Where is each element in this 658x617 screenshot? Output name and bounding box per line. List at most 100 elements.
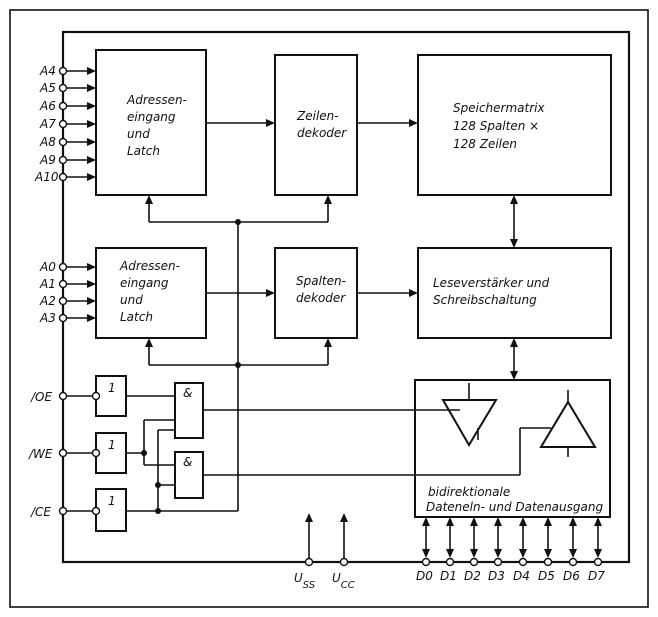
data-pin-label: D3 [488,569,505,583]
pin-label-a9: A9 [39,153,56,167]
pin-arrow-upper [87,102,96,110]
sense-amplifier-label-1: Leseverstärker und [433,276,550,290]
address-latch-lower-label-4: Latch [120,310,153,324]
data-pin-label: D7 [588,569,605,583]
data-pin-label: D6 [563,569,580,583]
data-pin-arrow-down [422,549,430,558]
pin-label-a3: A3 [39,311,56,325]
address-latch-lower [95,247,207,339]
and-gate-read-symbol: & [183,386,192,400]
data-pin-label: D2 [464,569,481,583]
data-pin-arrow-down [494,549,502,558]
data-pin-arrow-up [422,517,430,526]
io-buffer-label-1: bidirektionale [428,485,510,499]
address-latch-upper-label-1: Adressen- [126,93,187,107]
pin-upper-address [58,137,68,147]
pin-lower-address [58,262,68,272]
inverter-ce [95,488,127,532]
data-pin-arrow-down [470,549,478,558]
data-pin [568,557,578,567]
pin-oe [58,391,68,401]
column-decoder-label-2: dekoder [296,291,346,305]
pin-lower-address [58,279,68,289]
pin-label-a8: A8 [39,135,56,149]
data-pin-arrow-up [494,517,502,526]
pin-lower-address [58,313,68,323]
data-pin [493,557,503,567]
pin-label-a7: A7 [39,117,56,131]
pin-label-ce: /CE [30,505,51,519]
pin-label-oe: /OE [30,390,52,404]
address-latch-upper [95,49,207,196]
pin-label-a4: A4 [39,64,56,78]
memory-matrix-label-3: 128 Zeilen [453,137,517,151]
data-pin-arrow-up [544,517,552,526]
pin-upper-address [58,172,68,182]
data-pin-arrow-up [519,517,527,526]
memory-matrix-label-1: Speichermatrix [453,101,545,115]
pin-upper-address [58,83,68,93]
memory-matrix [417,54,612,196]
pin-ce [58,506,68,516]
data-pin-arrow-up [470,517,478,526]
pin-arrow-upper [87,138,96,146]
data-pin [518,557,528,567]
pin-label-a0: A0 [39,260,56,274]
pin-arrow-upper [87,67,96,75]
pin-lower-address [58,296,68,306]
data-pin-arrow-up [446,517,454,526]
address-latch-lower-label-1: Adressen- [119,259,180,273]
pin-upper-address [58,101,68,111]
wires [63,119,551,514]
row-decoder [274,54,358,196]
memory-matrix-label-2: 128 Spalten × [453,119,539,133]
pin-label-a5: A5 [39,81,56,95]
row-decoder-label-1: Zeilen- [296,109,339,123]
address-latch-upper-label-2: eingang [127,110,176,124]
pin-label-we: /WE [28,447,53,461]
data-pin-label: D0 [416,569,433,583]
pin-upper-address [58,155,68,165]
data-pin-arrow-up [569,517,577,526]
column-decoder [274,247,358,339]
data-pin-label: D1 [440,569,457,583]
address-pins-upper: A4 A5 A6 A7 A8 A9 A10 [34,64,96,184]
io-buffer-label-2: Dateneln- und Datenausgang [426,500,603,514]
pin-label-a10: A10 [34,170,59,184]
data-pin-arrow-down [519,549,527,558]
pin-label-a2: A2 [39,294,56,308]
and-gate-read [174,382,204,439]
pin-arrow-lower [87,263,96,271]
data-pin [421,557,431,567]
pin-upper-address [58,66,68,76]
inverter-oe [95,375,127,417]
row-decoder-label-2: dekoder [297,126,347,140]
data-pin-arrow-down [446,549,454,558]
data-pin-arrow-down [544,549,552,558]
data-pins: D0 D1 D2 D3 D4 D5 D6 D7 [416,517,605,583]
data-pin-arrow-up [594,517,602,526]
data-pin [593,557,603,567]
pin-label-a1: A1 [39,277,56,291]
data-pin-arrow-down [594,549,602,558]
and-gate-write-symbol: & [183,455,192,469]
pin-upper-address [58,119,68,129]
address-latch-upper-label-4: Latch [127,144,160,158]
pin-arrow-lower [87,280,96,288]
pin-arrow-upper [87,120,96,128]
address-latch-lower-label-2: eingang [120,276,169,290]
data-pin [543,557,553,567]
pin-we [58,448,68,458]
inverter-we-symbol: 1 [108,438,116,452]
pin-arrow-upper [87,173,96,181]
inverter-ce-symbol: 1 [108,494,116,508]
pin-arrow-lower [87,314,96,322]
pin-label-a6: A6 [39,99,56,113]
column-decoder-label-1: Spalten- [296,274,346,288]
data-pin-label: D5 [538,569,555,583]
address-latch-upper-label-3: und [127,127,150,141]
pin-arrow-lower [87,297,96,305]
supply-pins: USS UCC [294,513,355,591]
pin-arrow-upper [87,84,96,92]
data-pin-label: D4 [513,569,530,583]
